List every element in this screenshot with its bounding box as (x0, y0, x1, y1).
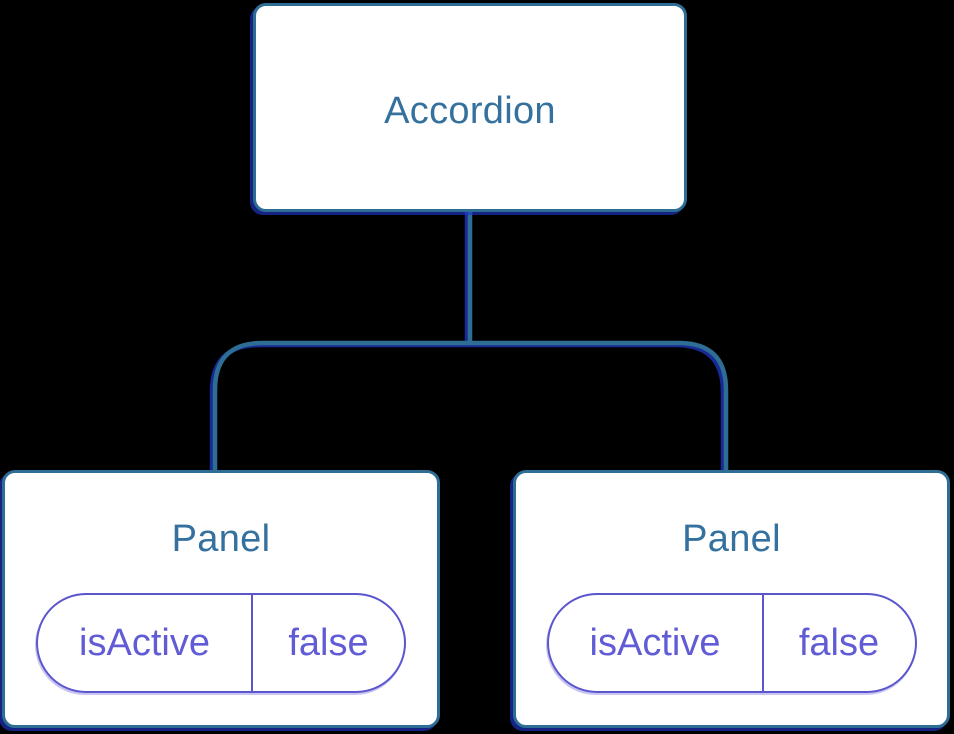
panel-left-label: Panel (171, 518, 271, 560)
state-value: false (761, 595, 915, 691)
state-key: isActive (589, 621, 721, 664)
panel-left-state-pill: isActive false (36, 593, 406, 693)
panel-right-label: Panel (682, 518, 781, 560)
accordion-node: Accordion (253, 3, 687, 212)
panel-node-right: Panel isActive false (513, 470, 950, 728)
panel-right-state-pill: isActive false (546, 593, 917, 693)
panel-node-left: Panel isActive false (2, 470, 440, 728)
state-key: isActive (79, 621, 210, 664)
parent-child-edge (212, 210, 729, 470)
accordion-node-label: Accordion (384, 89, 556, 132)
state-value: false (251, 595, 404, 691)
